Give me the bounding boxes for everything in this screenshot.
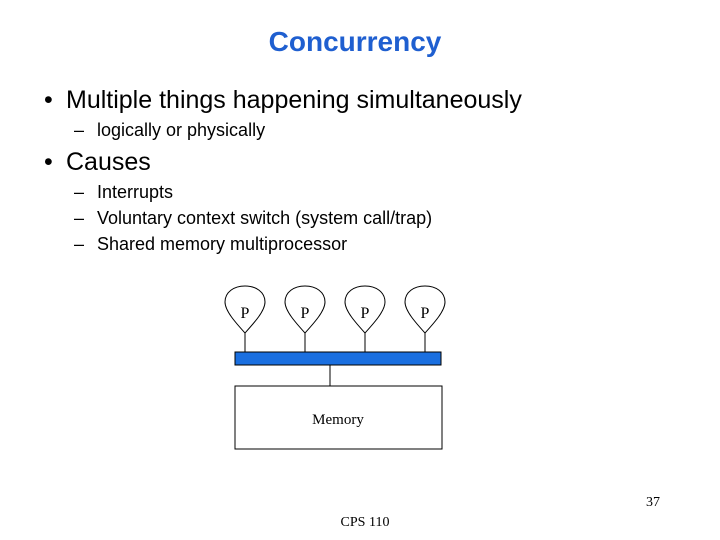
course-footer: CPS 110 (340, 515, 390, 530)
processor-shape (344, 285, 386, 334)
processor-node: P (404, 285, 446, 352)
processor-node: P (344, 285, 386, 352)
bullet-item: • Causes (44, 147, 151, 177)
sub-item-text: Interrupts (97, 182, 174, 202)
bullet-item: • Multiple things happening simultaneousl… (44, 85, 522, 115)
system-bus (234, 351, 442, 366)
sub-marker: – (74, 120, 85, 140)
processor-node: P (284, 285, 326, 352)
sub-marker: – (74, 208, 85, 228)
processor-label: P (361, 305, 370, 322)
slide-title: Concurrency (268, 26, 442, 57)
bullet-text: Multiple things happening simultaneously (66, 86, 522, 114)
sub-marker: – (74, 234, 85, 254)
bullet-text: Causes (66, 148, 151, 176)
bullet-marker: • (44, 86, 53, 114)
processor-shape (404, 285, 446, 334)
memory-label: Memory (312, 412, 364, 428)
sub-item-text: Voluntary context switch (system call/tr… (97, 208, 433, 228)
sub-item-text: logically or physically (97, 120, 266, 140)
processor-shape (284, 285, 326, 334)
processor-label: P (421, 305, 430, 322)
sub-item: –Interrupts (74, 181, 173, 204)
memory-box (234, 385, 443, 450)
processor-shape (224, 285, 266, 334)
page-number: 37 (646, 495, 660, 510)
processor-label: P (301, 305, 310, 322)
processor-node: P (224, 285, 266, 352)
sub-item: –Shared memory multiprocessor (74, 233, 347, 256)
sub-marker: – (74, 182, 85, 202)
processor-label: P (241, 305, 250, 322)
sub-item: –Voluntary context switch (system call/t… (74, 207, 432, 230)
sub-item-text: Shared memory multiprocessor (97, 234, 348, 254)
sub-item: –logically or physically (74, 119, 265, 142)
bullet-marker: • (44, 148, 53, 176)
